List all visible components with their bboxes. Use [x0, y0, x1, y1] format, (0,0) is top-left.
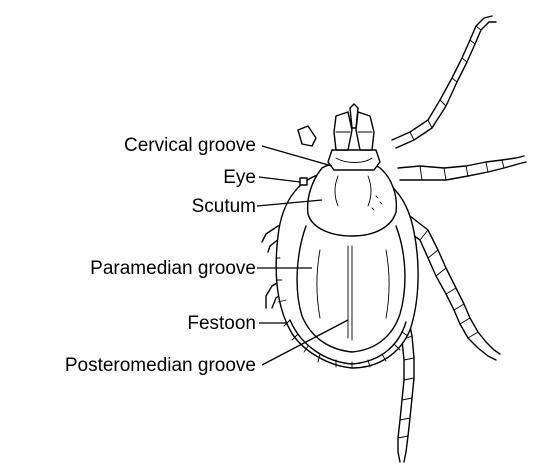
- label-posteromedian-groove: Posteromedian groove: [65, 355, 256, 376]
- label-paramedian-groove: Paramedian groove: [90, 258, 256, 279]
- capitulum: [328, 104, 380, 170]
- label-festoon: Festoon: [187, 313, 256, 334]
- label-scutum: Scutum: [192, 196, 256, 217]
- label-cervical-groove: Cervical groove: [124, 135, 256, 156]
- eye-marker: [300, 178, 307, 185]
- right-front-leg: [392, 16, 496, 148]
- scutum-shield: [308, 162, 397, 236]
- label-eye: Eye: [223, 167, 256, 188]
- right-second-leg: [398, 156, 526, 180]
- left-anterior-coxa: [298, 126, 316, 146]
